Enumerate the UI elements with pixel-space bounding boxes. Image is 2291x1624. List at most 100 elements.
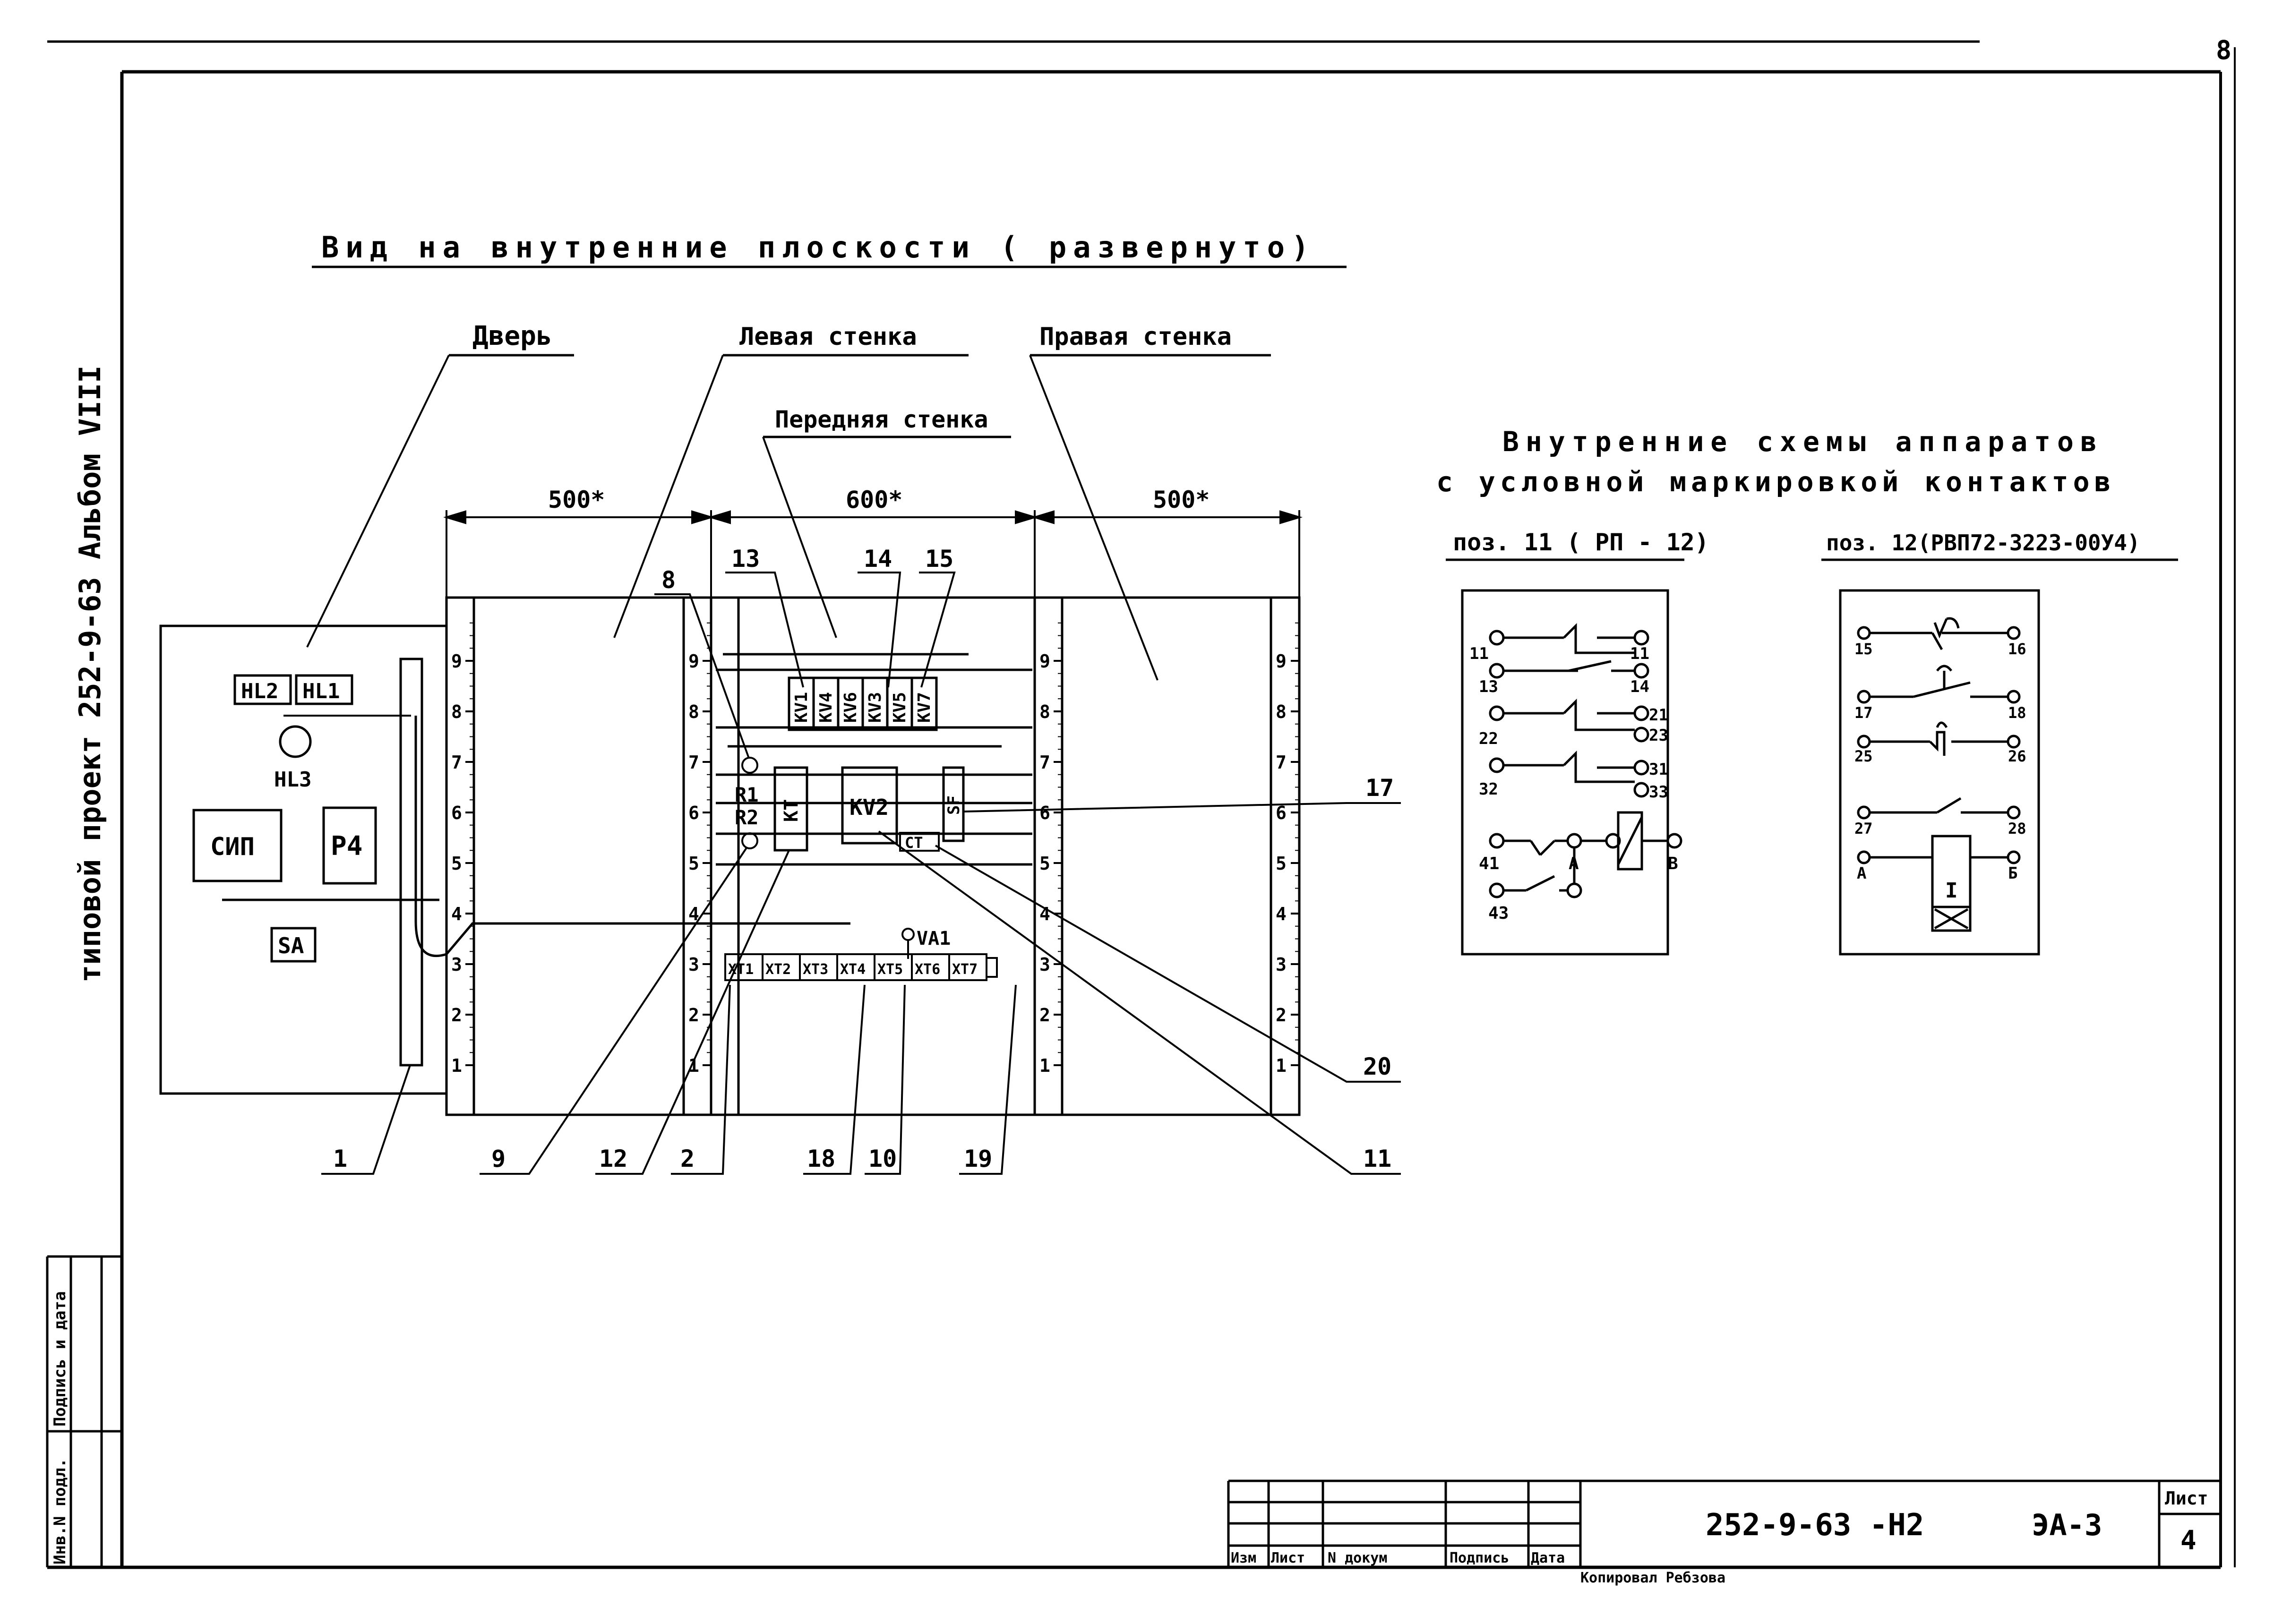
scale-tick-label: 7 [1276,752,1287,773]
callout-20: 20 [1363,1053,1391,1080]
svg-text:KV2: KV2 [849,795,889,820]
door-hl1: HL1 [295,674,353,705]
callout-2: 2 [680,1145,695,1172]
dim-left: 500* [548,486,605,513]
scale-tick-label: 6 [688,803,699,823]
timer-relay-kt: KT [773,766,808,852]
svg-text:KV4: KV4 [816,692,836,723]
scale-tick-label: 1 [1276,1055,1287,1076]
left-stamp [46,1255,122,1567]
dim-center: 600* [846,486,902,513]
scale-tick-label: 9 [451,651,462,672]
relay-kv1: KV1 [788,676,815,731]
terminal-xt3: XT3 [799,953,838,981]
sheet-frame [47,40,2236,1569]
title-col-1: Лист [1271,1550,1305,1566]
relay-kv4: KV4 [812,676,840,731]
p11-l32: 32 [1479,780,1498,799]
scale-tick-label: 1 [688,1055,699,1076]
svg-text:SF: SF [944,795,963,815]
schemes-title-line1: Внутренние схемы аппаратов [1502,426,2103,458]
terminal-xt7: XT7 [948,953,987,981]
callout-12: 12 [599,1145,627,1172]
p11-l22: 22 [1479,729,1498,748]
p11-a: A [1569,854,1579,873]
p12-r16: 16 [2008,640,2026,658]
scale-tick-label: 5 [1039,853,1050,874]
terminal-xt5: XT5 [874,953,913,981]
sheet-code: ЭА-3 [2032,1508,2102,1542]
p11-r33: 33 [1649,783,1668,802]
scale-tick-label: 4 [688,904,699,924]
pos12-scheme [1839,589,2040,956]
pos12-title: поз. 12(РВП72-3223-00У4) [1826,530,2140,556]
left-wall-leader [613,355,724,638]
callout-11: 11 [1363,1145,1391,1172]
scale-tick-label: 4 [1276,904,1287,924]
scale-tick-label: 3 [1276,954,1287,975]
scale-tick-label: 3 [688,954,699,975]
title-col-4: Дата [1531,1550,1565,1566]
title-block [1227,1479,2221,1567]
callout-15: 15 [925,545,953,573]
sheet-corner-mark: 8 [2216,35,2231,65]
pos11-title: поз. 11 ( РП - 12) [1453,529,1709,556]
breaker-sf: SF [942,766,965,842]
scale-tick-label: 8 [451,701,462,722]
svg-text:СИП: СИП [210,833,255,861]
stamp-col2: Подпись и дата [51,1291,69,1427]
scale-tick-label: 5 [688,853,699,874]
right-wall-label: Правая стенка [1039,323,1232,351]
callout-18: 18 [807,1145,835,1172]
door-label: Дверь [472,321,552,351]
scale-tick-label: 1 [451,1055,462,1076]
relay-kv6: KV6 [837,676,864,731]
p11-r21: 21 [1649,706,1668,725]
svg-text:R1: R1 [735,783,759,806]
p11-r23: 23 [1649,726,1668,745]
terminal-xt1: XT1 [724,953,764,981]
scale-tick-label: 5 [451,853,462,874]
front-wall-label: Передняя стенка [775,406,988,433]
svg-text:P4: P4 [331,831,362,862]
title-col-0: Изм [1231,1550,1256,1566]
svg-text:HL3: HL3 [274,768,311,792]
svg-text:KV3: KV3 [866,692,885,723]
terminal-end-stop [986,957,998,978]
svg-text:XT4: XT4 [840,961,866,978]
p12-l27: 27 [1854,820,1873,838]
front-din-rails [716,653,1032,866]
p12-r18: 18 [2008,704,2026,722]
callout-leaders [321,572,1401,1175]
scale-tick-label: 3 [1039,954,1050,975]
door-hl2: HL2 [233,674,292,705]
drawing-code: 252-9-63 -Н2 [1706,1508,1924,1543]
p11-l13: 13 [1479,677,1498,696]
scale-tick-label: 8 [1039,701,1050,722]
svg-text:XT3: XT3 [803,961,828,978]
title-col-3: Подпись [1450,1550,1509,1566]
scale-tick-label: 7 [688,752,699,773]
scale-tick-label: 2 [1276,1005,1287,1026]
scale-tick-label: 2 [688,1005,699,1026]
va1-indicator: VA1 [901,928,951,959]
scale-tick-label: 7 [1039,752,1050,773]
terminal-xt6: XT6 [911,953,950,981]
p11-l41: 41 [1479,854,1499,873]
door-p4-block: P4 [322,806,377,885]
callout-19: 19 [964,1145,992,1172]
svg-text:HL1: HL1 [302,679,340,703]
p12-r26: 26 [2008,747,2026,765]
stamp-col1: Инв.N подл. [51,1458,69,1564]
scale-tick-label: 4 [451,904,462,924]
relay-kv2: KV2 [841,766,898,845]
svg-text:CT: CT [905,834,923,852]
scale-tick-label: 6 [451,803,462,823]
callout-10: 10 [868,1145,897,1172]
dimension-lines [443,510,1303,600]
svg-text:KV1: KV1 [792,692,811,723]
